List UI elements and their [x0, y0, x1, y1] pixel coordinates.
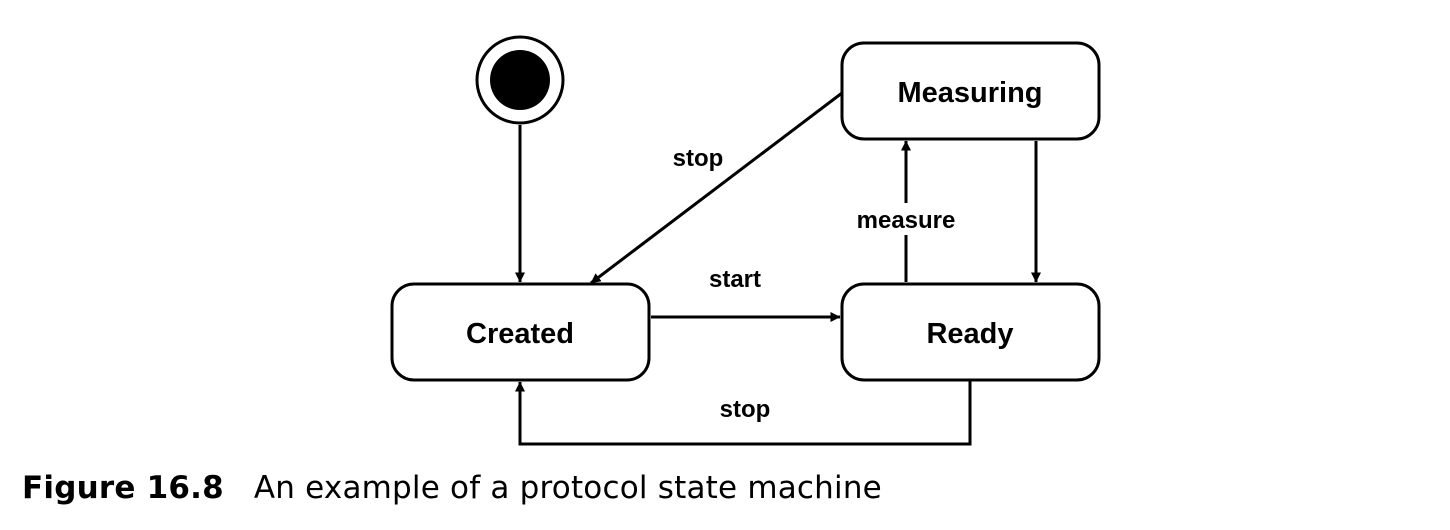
figure-number: Figure 16.8 [22, 470, 224, 506]
label-stop-ready: stop [720, 396, 771, 423]
state-ready-label: Ready [926, 318, 1013, 350]
figure-caption: Figure 16.8 An example of a protocol stat… [22, 470, 882, 506]
label-measure: measure [857, 207, 956, 234]
transition-ready-to-created [515, 380, 972, 446]
transition-measuring-to-created [590, 91, 843, 285]
state-created-label: Created [466, 318, 574, 350]
label-start: start [709, 266, 761, 293]
label-measure-backing [850, 203, 962, 235]
state-created: Created [390, 282, 651, 382]
state-ready: Ready [840, 282, 1101, 382]
state-measuring-label: Measuring [897, 77, 1042, 109]
label-stop-measuring: stop [673, 145, 724, 172]
state-measuring: Measuring [840, 41, 1101, 141]
initial-state [475, 35, 565, 125]
figure-caption-text: An example of a protocol state machine [253, 470, 882, 506]
